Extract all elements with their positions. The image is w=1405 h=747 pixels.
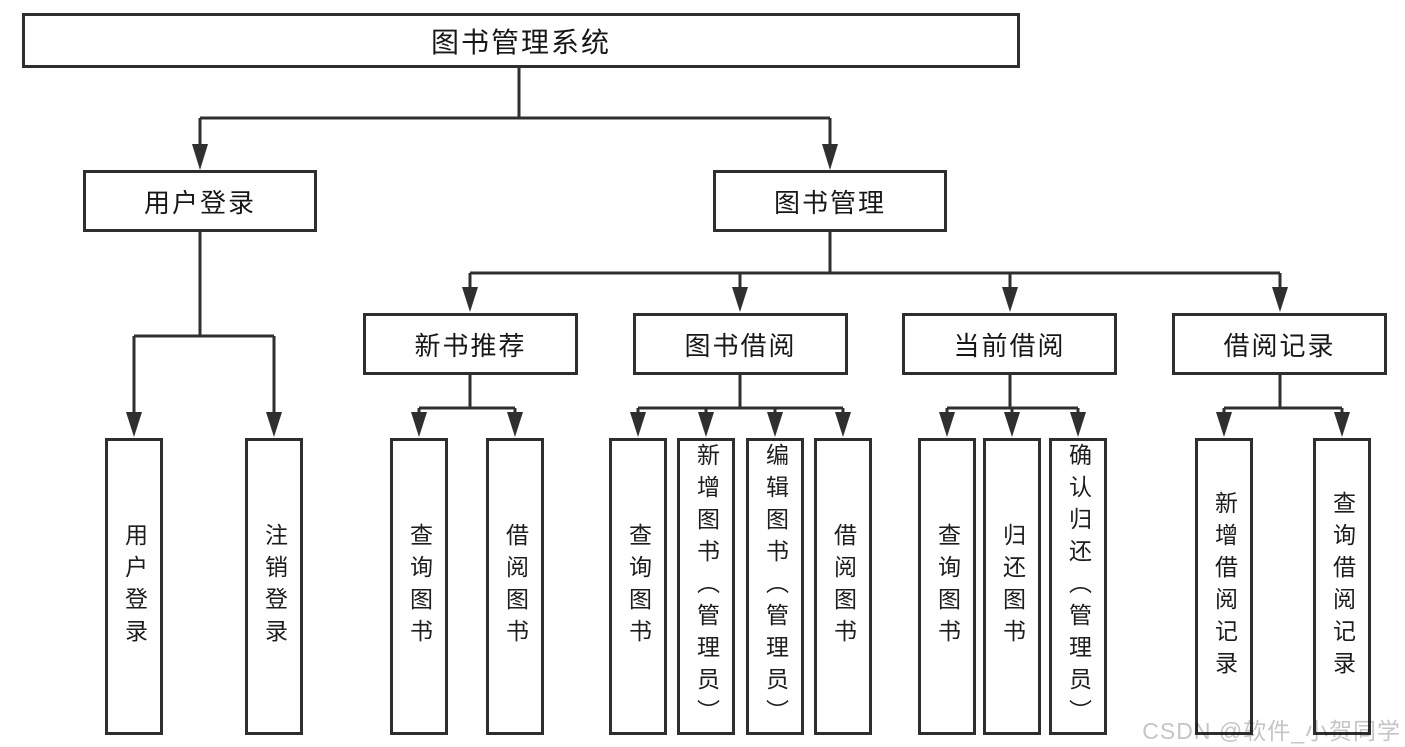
leaf-label: 查询图书 — [625, 522, 652, 651]
leaf-label: 借阅图书 — [502, 522, 529, 651]
leaf-confirm-return-admin: 确认归还（管理员） — [1049, 438, 1107, 735]
node-borrowing-records: 借阅记录 — [1172, 313, 1387, 375]
leaf-query-books: 查询图书 — [918, 438, 976, 735]
leaf-edit-books-admin: 编辑图书（管理员） — [746, 438, 804, 735]
leaf-add-borrow-record: 新增借阅记录 — [1195, 438, 1253, 735]
leaf-label: 归还图书 — [999, 522, 1026, 651]
leaf-query-books: 查询图书 — [609, 438, 667, 735]
leaf-add-books-admin: 新增图书（管理员） — [677, 438, 735, 735]
leaf-label: 新增图书（管理员） — [693, 442, 720, 731]
connector-userlogin-to-leaves — [126, 232, 282, 437]
leaf-label: 注销登录 — [261, 522, 288, 651]
leaf-borrow-books: 借阅图书 — [814, 438, 872, 735]
connector-newbook-to-leaves — [411, 375, 523, 437]
connector-records-to-leaves — [1216, 375, 1350, 437]
node-new-book-recommend: 新书推荐 — [363, 313, 578, 375]
node-book-borrowing: 图书借阅 — [633, 313, 848, 375]
leaf-label: 用户登录 — [121, 522, 148, 651]
node-root-system: 图书管理系统 — [22, 13, 1020, 68]
leaf-borrow-books: 借阅图书 — [486, 438, 544, 735]
connector-currentborrow-to-leaves — [939, 375, 1086, 437]
leaf-return-books: 归还图书 — [983, 438, 1041, 735]
csdn-watermark: CSDN @软件_小贺同学 — [1142, 718, 1401, 744]
node-book-management: 图书管理 — [713, 170, 947, 232]
connector-bookmgmt-to-level3 — [462, 232, 1288, 312]
leaf-logout: 注销登录 — [245, 438, 303, 735]
connector-bookborrow-to-leaves — [630, 375, 851, 437]
leaf-query-borrow-record: 查询借阅记录 — [1313, 438, 1371, 735]
leaf-label: 借阅图书 — [830, 522, 857, 651]
node-user-login: 用户登录 — [83, 170, 317, 232]
connector-root-to-level2 — [192, 68, 838, 170]
node-current-borrowing: 当前借阅 — [902, 313, 1117, 375]
leaf-label: 查询图书 — [934, 522, 961, 651]
leaf-label: 新增借阅记录 — [1211, 490, 1238, 683]
leaf-label: 确认归还（管理员） — [1065, 442, 1092, 731]
leaf-label: 查询借阅记录 — [1329, 490, 1356, 683]
leaf-label: 编辑图书（管理员） — [762, 442, 789, 731]
leaf-user-login: 用户登录 — [105, 438, 163, 735]
leaf-query-books: 查询图书 — [390, 438, 448, 735]
leaf-label: 查询图书 — [406, 522, 433, 651]
